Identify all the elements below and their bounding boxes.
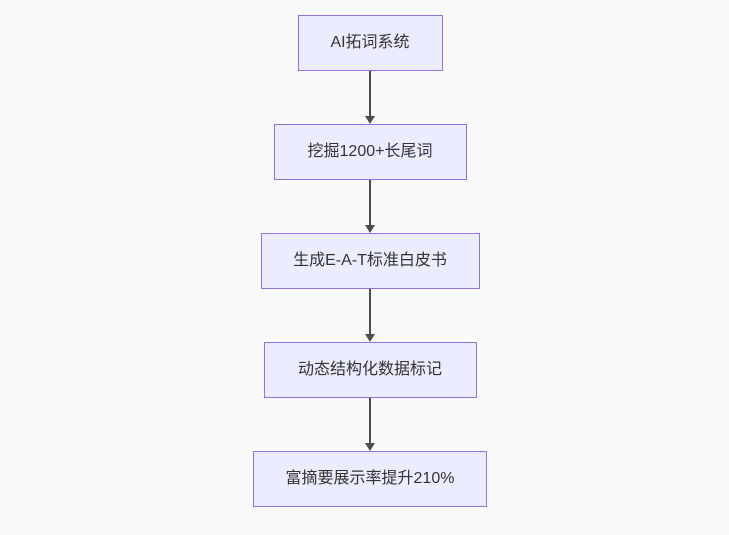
node-label: 挖掘1200+长尾词 [307,143,433,160]
arrow-head-icon [365,225,375,233]
flow-edge-3 [364,289,376,342]
flow-node-structured-data-markup: 动态结构化数据标记 [263,342,477,398]
arrow-line [369,180,371,225]
arrow-line [369,398,371,443]
node-label: AI拓词系统 [330,34,410,51]
node-label: 富摘要展示率提升210% [285,470,455,487]
flow-edge-2 [364,180,376,233]
node-label: 生成E-A-T标准白皮书 [293,252,447,269]
flow-node-ai-keyword-system: AI拓词系统 [297,15,443,71]
flow-node-rich-snippet-result: 富摘要展示率提升210% [253,451,487,507]
flow-edge-4 [364,398,376,451]
arrow-head-icon [365,334,375,342]
flow-node-eat-whitepaper: 生成E-A-T标准白皮书 [260,233,480,289]
flowchart: AI拓词系统 挖掘1200+长尾词 生成E-A-T标准白皮书 动态结构化数据标记 [253,15,487,507]
flow-node-longtail-mining: 挖掘1200+长尾词 [273,124,467,180]
flow-edge-1 [364,71,376,124]
arrow-line [369,71,371,116]
node-label: 动态结构化数据标记 [297,361,442,378]
arrow-head-icon [365,116,375,124]
arrow-line [369,289,371,334]
arrow-head-icon [365,443,375,451]
